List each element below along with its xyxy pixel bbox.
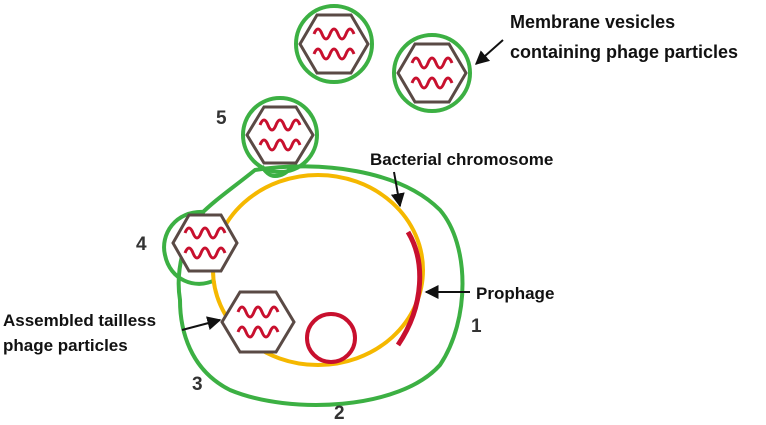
vesicle-5 bbox=[241, 96, 319, 174]
phage-particle-vesicle-2 bbox=[396, 42, 468, 104]
phage-particle-3 bbox=[220, 290, 296, 354]
phage-particle-vesicle-1 bbox=[298, 13, 370, 75]
arrow-assembled-phage bbox=[181, 316, 222, 331]
label-assembled-line1: Assembled tailless bbox=[3, 311, 156, 330]
released-vesicle-1 bbox=[294, 4, 374, 84]
label-prophage: Prophage bbox=[476, 284, 554, 303]
vesicle-5-neck bbox=[260, 164, 294, 179]
released-vesicle-2 bbox=[392, 33, 472, 113]
label-bacterial-chromosome: Bacterial chromosome bbox=[370, 150, 553, 169]
arrow-membrane-vesicles bbox=[474, 39, 504, 65]
step-number-1: 1 bbox=[471, 316, 482, 337]
label-membrane-vesicles-line2: containing phage particles bbox=[510, 42, 738, 62]
step-number-3: 3 bbox=[192, 374, 203, 395]
circular-dna bbox=[305, 312, 357, 364]
phage-particle-5 bbox=[245, 105, 315, 165]
prophage-segment bbox=[395, 230, 423, 347]
label-assembled-line2: phage particles bbox=[3, 336, 128, 355]
phage-particle-4 bbox=[171, 213, 239, 273]
label-membrane-vesicles-line1: Membrane vesicles bbox=[510, 12, 675, 32]
budding-membrane-4 bbox=[162, 209, 216, 286]
arrow-bacterial-chromosome bbox=[390, 171, 405, 208]
step-number-5: 5 bbox=[216, 108, 227, 129]
step-number-4: 4 bbox=[136, 234, 147, 255]
step-number-2: 2 bbox=[334, 403, 345, 424]
